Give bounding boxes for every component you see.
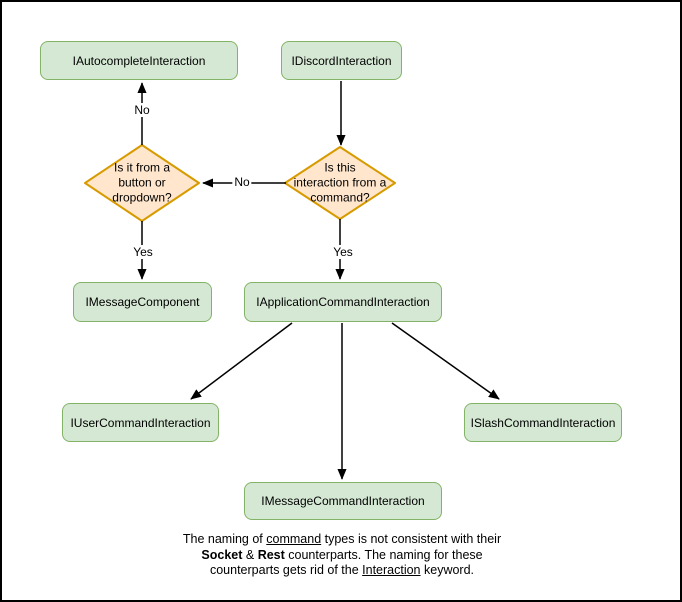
edge-label-yes-message-component: Yes xyxy=(131,245,155,259)
node-label: IAutocompleteInteraction xyxy=(72,53,206,68)
caption-line-3: counterparts gets rid of the Interaction… xyxy=(209,563,475,577)
edge-label-no-decisions: No xyxy=(232,175,252,189)
node-label: IApplicationCommandInteraction xyxy=(256,295,430,309)
decision-diamond-button-dropdown xyxy=(84,144,200,222)
edge-label-yes-application-command: Yes xyxy=(331,245,355,259)
node-label: IDiscordInteraction xyxy=(291,53,392,68)
caption-line-1: The naming of command types is not consi… xyxy=(182,532,502,546)
caption-line-2: Socket & Rest counterparts. The naming f… xyxy=(201,547,483,562)
node-label: IMessageCommandInteraction xyxy=(261,494,425,508)
node-label: IUserCommandInteraction xyxy=(70,415,211,430)
node-idiscordinteraction: IDiscordInteraction xyxy=(281,41,402,80)
edge-app-to-slash-command xyxy=(391,322,500,400)
node-iusercommandinteraction: IUserCommandInteraction xyxy=(62,403,219,442)
node-islashcommandinteraction: ISlashCommandInteraction xyxy=(464,403,622,442)
caption-note: The naming of command types is not consi… xyxy=(142,532,542,579)
edge-app-to-user-command xyxy=(190,322,293,400)
node-label: ISlashCommandInteraction xyxy=(470,415,616,430)
edge-label-no-autocomplete: No xyxy=(132,103,152,117)
node-label: IMessageComponent xyxy=(85,295,200,309)
node-imessagecommandinteraction: IMessageCommandInteraction xyxy=(244,482,442,520)
node-iautocompleteinteraction: IAutocompleteInteraction xyxy=(40,41,238,80)
node-iapplicationcommandinteraction: IApplicationCommandInteraction xyxy=(244,282,442,322)
decision-diamond-from-command xyxy=(284,146,396,220)
node-imessagecomponent: IMessageComponent xyxy=(73,282,212,322)
